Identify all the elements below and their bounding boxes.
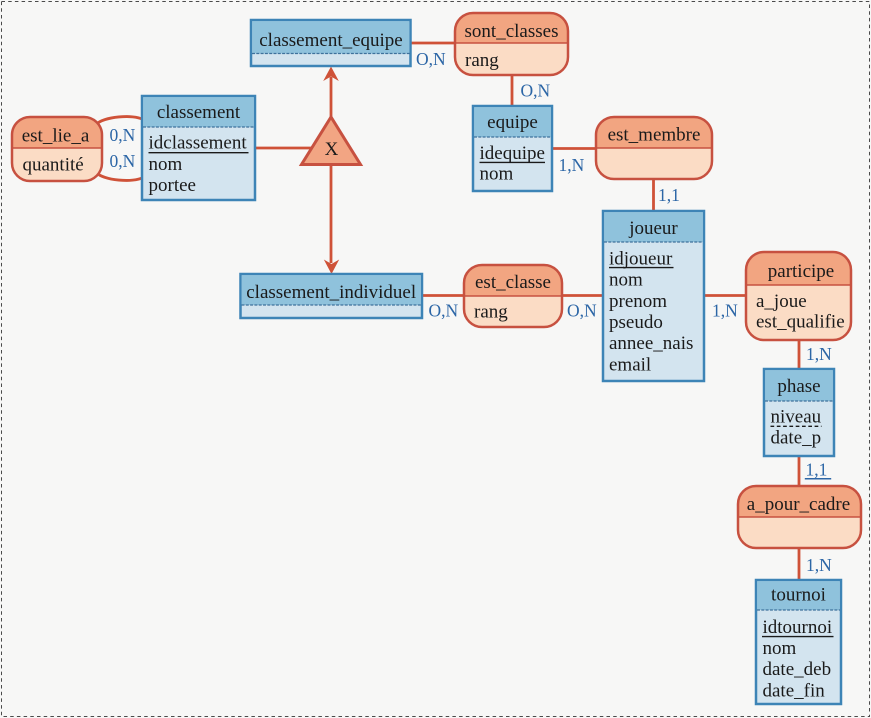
svg-text:est_qualifie: est_qualifie xyxy=(756,312,845,333)
svg-text:nom: nom xyxy=(763,638,797,659)
svg-text:pseudo: pseudo xyxy=(609,312,663,333)
svg-text:O,N: O,N xyxy=(429,301,459,321)
svg-text:O,N: O,N xyxy=(521,80,551,100)
svg-text:0,N: 0,N xyxy=(110,125,136,145)
svg-text:1,N: 1,N xyxy=(806,344,832,364)
svg-text:date_fin: date_fin xyxy=(763,680,826,701)
svg-text:nom: nom xyxy=(609,270,643,291)
svg-text:O,N: O,N xyxy=(567,301,597,321)
svg-text:joueur: joueur xyxy=(628,218,678,239)
svg-text:classement_individuel: classement_individuel xyxy=(246,282,416,303)
svg-text:annee_nais: annee_nais xyxy=(609,333,693,354)
svg-text:sont_classes: sont_classes xyxy=(465,21,559,42)
svg-text:rang: rang xyxy=(474,301,508,322)
svg-text:idtournoi: idtournoi xyxy=(763,617,833,638)
svg-text:prenom: prenom xyxy=(609,291,667,312)
svg-text:1,N: 1,N xyxy=(712,301,738,321)
svg-text:idclassement: idclassement xyxy=(149,133,248,154)
svg-text:0,N: 0,N xyxy=(110,151,136,171)
svg-text:1,N: 1,N xyxy=(559,155,585,175)
svg-text:1,N: 1,N xyxy=(806,555,832,575)
svg-text:est_membre: est_membre xyxy=(608,125,701,146)
svg-text:email: email xyxy=(609,354,651,375)
svg-text:date_deb: date_deb xyxy=(763,659,832,680)
svg-text:portee: portee xyxy=(149,175,196,196)
svg-text:niveau: niveau xyxy=(771,406,822,427)
svg-text:participe: participe xyxy=(768,261,834,282)
svg-text:1,1: 1,1 xyxy=(658,185,680,205)
svg-text:a_joue: a_joue xyxy=(756,291,807,312)
svg-text:quantité: quantité xyxy=(23,155,84,176)
svg-text:est_classe: est_classe xyxy=(475,272,551,293)
svg-text:equipe: equipe xyxy=(487,112,538,133)
svg-text:rang: rang xyxy=(465,50,499,71)
svg-text:1,1: 1,1 xyxy=(806,460,828,480)
svg-text:nom: nom xyxy=(480,164,514,185)
svg-text:idjoueur: idjoueur xyxy=(609,249,673,270)
svg-text:tournoi: tournoi xyxy=(771,585,826,606)
svg-text:X: X xyxy=(325,139,339,160)
svg-text:O,N: O,N xyxy=(416,49,446,69)
svg-text:classement: classement xyxy=(157,102,241,123)
svg-text:date_p: date_p xyxy=(771,427,822,448)
svg-text:idequipe: idequipe xyxy=(480,143,545,164)
svg-text:classement_equipe: classement_equipe xyxy=(259,30,403,51)
svg-text:a_pour_cadre: a_pour_cadre xyxy=(747,494,850,515)
svg-text:est_lie_a: est_lie_a xyxy=(22,125,90,146)
svg-text:nom: nom xyxy=(149,154,183,175)
svg-text:phase: phase xyxy=(777,376,820,397)
